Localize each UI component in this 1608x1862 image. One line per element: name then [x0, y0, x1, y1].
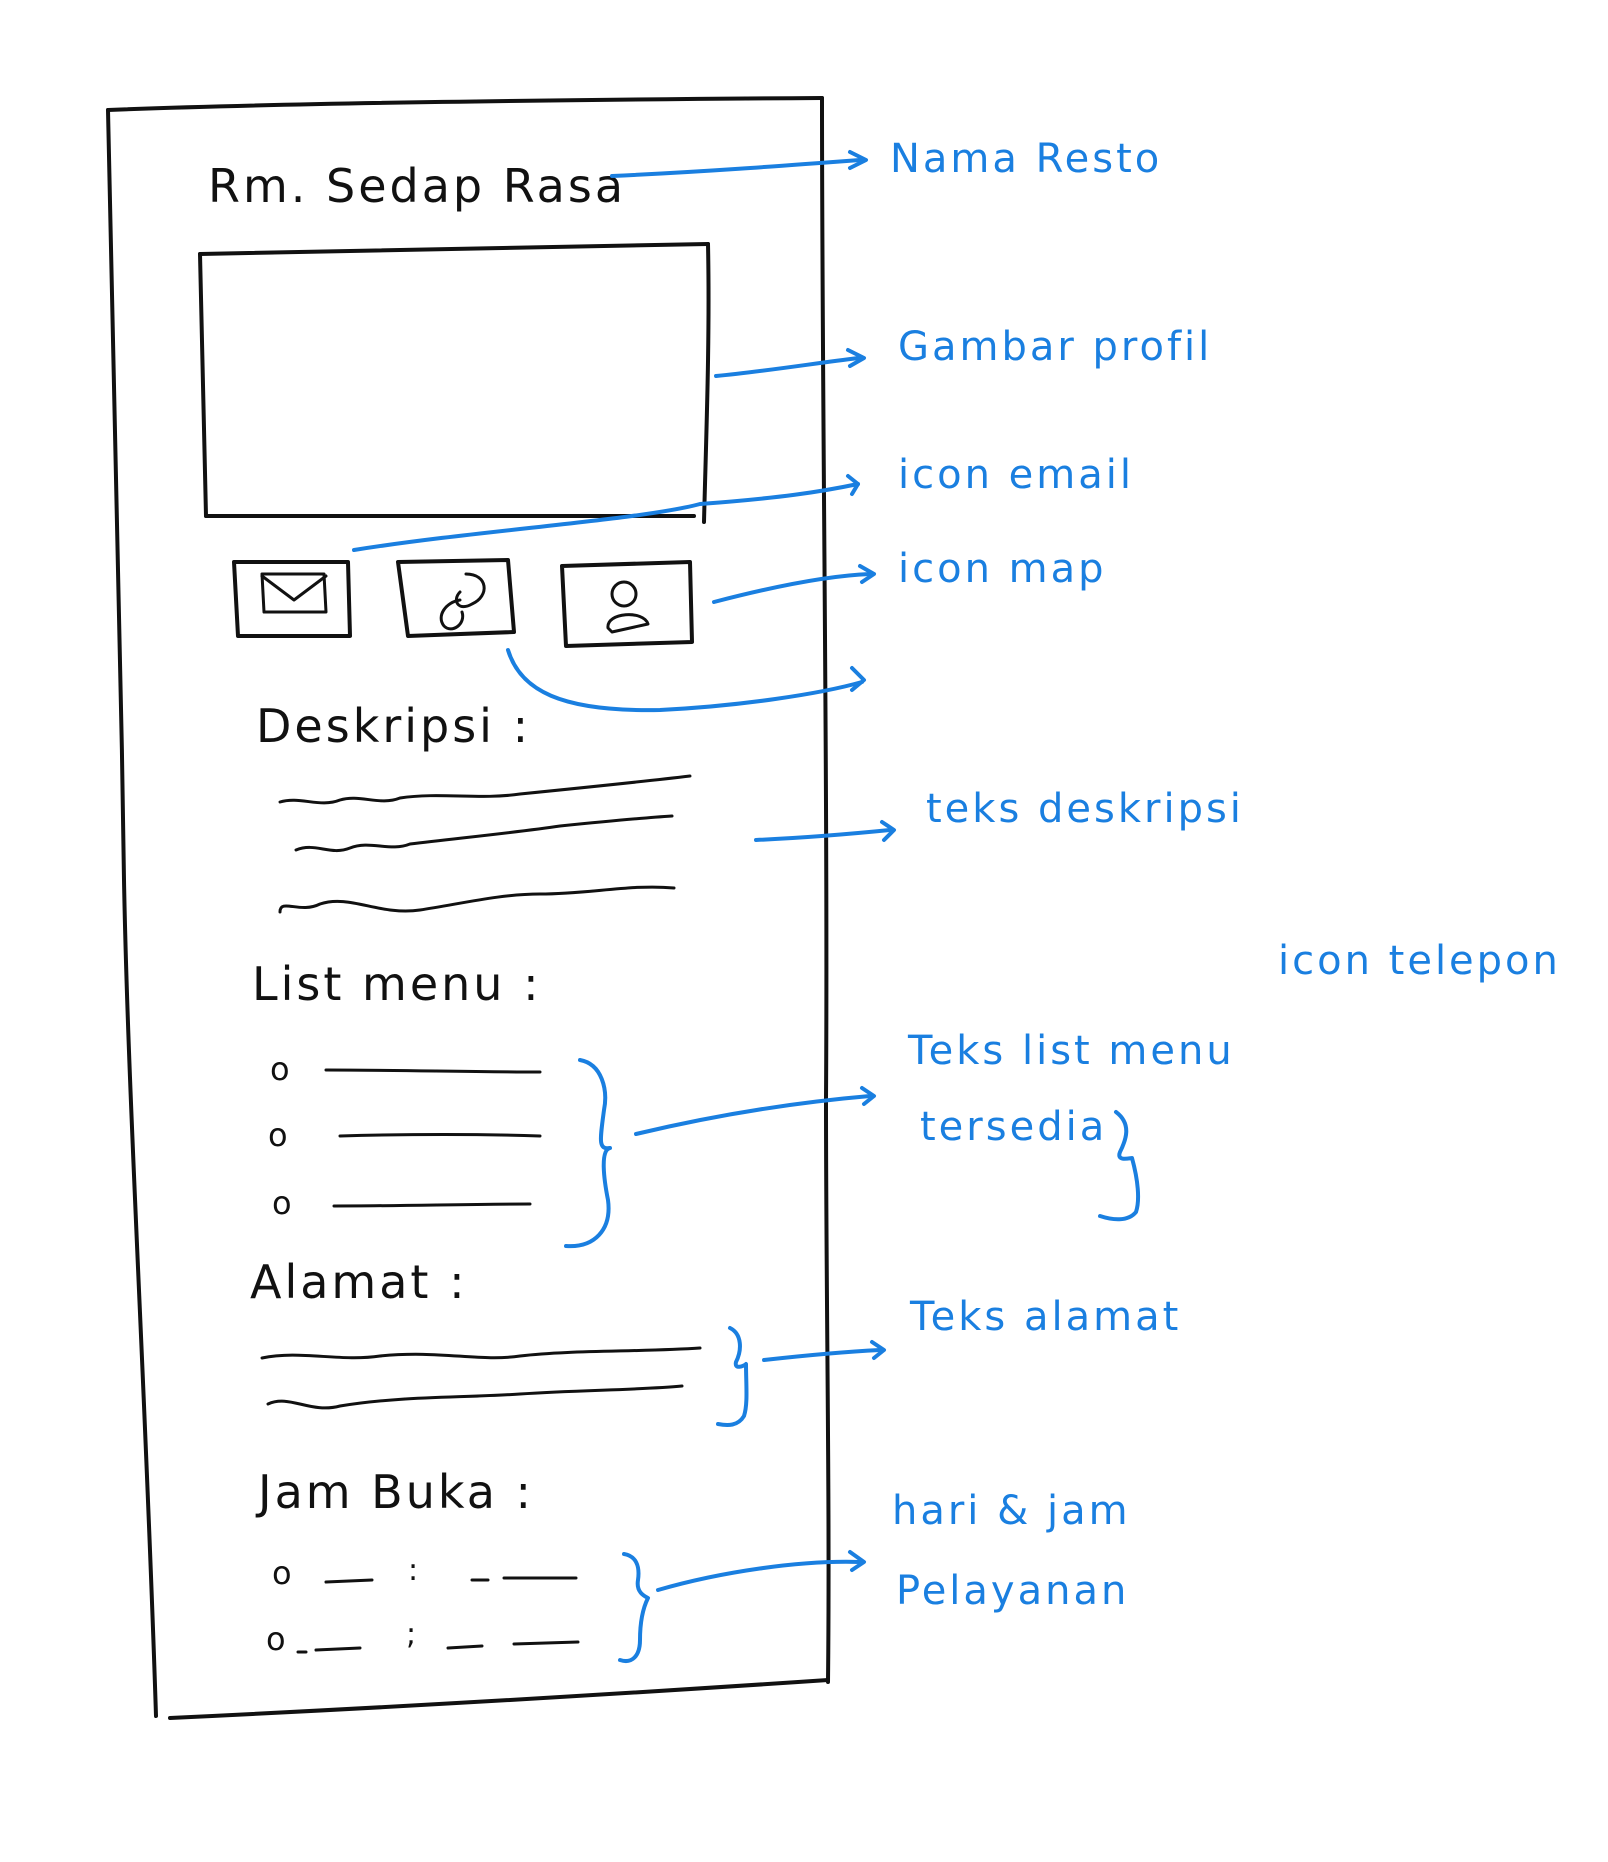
- person-icon: [606, 580, 650, 634]
- menu-list: o o o: [268, 1050, 542, 1222]
- menu-bullet: o: [270, 1050, 290, 1088]
- email-icon-button[interactable]: [232, 560, 352, 638]
- annotation-profile-image-label: Gambar profil: [898, 324, 1212, 370]
- annotation-hours-label-line2: Pelayanan: [896, 1568, 1129, 1614]
- hours-lines: o : o ;: [266, 1553, 580, 1658]
- menu-bullet: o: [272, 1184, 292, 1222]
- hours-bullet: o: [272, 1554, 292, 1592]
- description-heading: Deskripsi :: [256, 699, 531, 753]
- annotation-menu-label-line1: Teks list menu: [907, 1028, 1235, 1074]
- annotation-hours-label-line1: hari & jam: [892, 1488, 1131, 1534]
- annotation-labels: Nama Resto Gambar profil icon email icon…: [890, 136, 1561, 1614]
- phone-frame: [106, 96, 831, 1720]
- description-text-lines: [278, 774, 692, 914]
- hours-colon: ;: [406, 1617, 416, 1652]
- address-text-lines: [260, 1346, 702, 1410]
- annotation-email-label: icon email: [898, 452, 1134, 498]
- annotation-description-label: teks deskripsi: [926, 786, 1244, 832]
- menu-heading: List menu :: [252, 957, 542, 1011]
- hours-colon: :: [408, 1553, 418, 1588]
- email-icon: [260, 572, 328, 614]
- restaurant-name: Rm. Sedap Rasa: [208, 159, 626, 213]
- person-icon-button[interactable]: [560, 560, 694, 648]
- annotation-name-label: Nama Resto: [890, 136, 1162, 182]
- menu-bullet: o: [268, 1116, 288, 1154]
- profile-image-placeholder: [198, 242, 711, 524]
- annotation-map-label: icon map: [898, 546, 1107, 592]
- annotation-menu-label-line2: tersedia: [920, 1104, 1107, 1150]
- annotation-phone-label: icon telepon: [1278, 938, 1561, 984]
- annotation-address-label: Teks alamat: [909, 1294, 1181, 1340]
- hours-heading: Jam Buka :: [255, 1465, 534, 1519]
- address-heading: Alamat :: [250, 1255, 468, 1309]
- phone-icon: [439, 572, 486, 631]
- annotation-arrows: [352, 150, 1141, 1663]
- phone-icon-button[interactable]: [396, 558, 516, 638]
- hours-bullet: o: [266, 1620, 286, 1658]
